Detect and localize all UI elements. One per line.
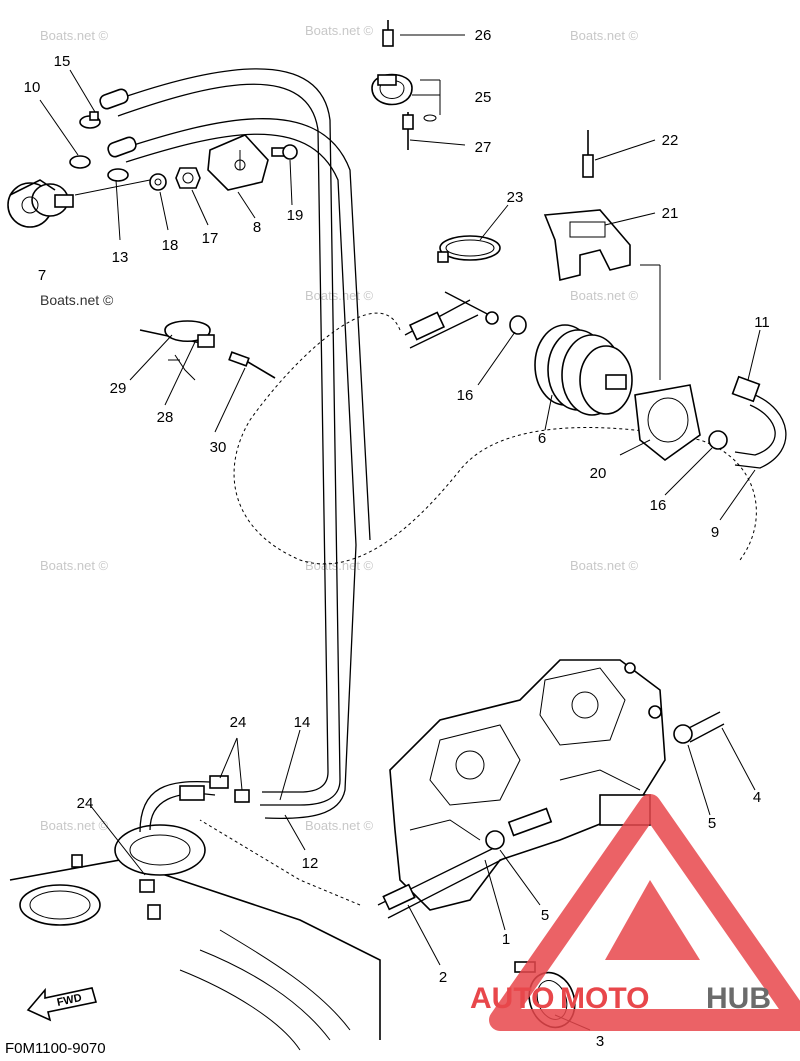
label-5a: 5 xyxy=(708,815,716,832)
watermark-text: Boats.net © xyxy=(40,558,109,573)
figure-code: F0M1100-9070 xyxy=(5,1040,106,1057)
logo-moto: MOTO xyxy=(560,982,649,1015)
label-9: 9 xyxy=(711,524,719,541)
label-8: 8 xyxy=(253,219,261,236)
label-16b: 16 xyxy=(650,497,667,514)
label-1: 1 xyxy=(502,931,510,948)
label-29: 29 xyxy=(110,380,127,397)
watermark-text: Boats.net © xyxy=(570,288,639,303)
logo-auto: AUTO xyxy=(470,982,554,1015)
label-23: 23 xyxy=(507,189,524,206)
label-21: 21 xyxy=(662,205,679,222)
label-26: 26 xyxy=(475,27,492,44)
label-10: 10 xyxy=(24,79,41,96)
label-7: 7 xyxy=(38,267,46,284)
label-2: 2 xyxy=(439,969,447,986)
label-6: 6 xyxy=(538,430,546,447)
watermark-text: Boats.net © xyxy=(40,818,109,833)
label-12: 12 xyxy=(302,855,319,872)
watermark-text: Boats.net © xyxy=(305,818,374,833)
automotohub-logo: AUTO MOTO HUB xyxy=(470,794,800,1031)
label-14: 14 xyxy=(294,714,311,731)
watermark-text: Boats.net © xyxy=(40,292,114,308)
label-27: 27 xyxy=(475,139,492,156)
fwd-arrow: FWD xyxy=(26,987,98,1022)
watermark-text: Boats.net © xyxy=(305,288,374,303)
label-4: 4 xyxy=(753,789,761,806)
label-18: 18 xyxy=(162,237,179,254)
label-3: 3 xyxy=(596,1033,604,1050)
hose-12-14 xyxy=(99,68,371,820)
label-15: 15 xyxy=(54,53,71,70)
engine-body xyxy=(389,659,666,911)
parts-25-26-27 xyxy=(371,20,441,150)
label-30: 30 xyxy=(210,439,227,456)
part-clamps-10-15 xyxy=(69,111,129,182)
parts-18-17-8-19 xyxy=(149,134,298,191)
parts-21-22-bracket xyxy=(543,130,661,380)
watermark-text: Boats.net © xyxy=(40,28,109,43)
parts-6-20-11-9 xyxy=(404,291,787,469)
watermark-text: Boats.net © xyxy=(305,23,374,38)
logo-hub: HUB xyxy=(706,982,771,1015)
label-19: 19 xyxy=(287,207,304,224)
part-labels: 15 10 7 13 18 17 8 19 26 25 27 22 21 23 … xyxy=(24,27,770,1050)
watermark-text: Boats.net © xyxy=(570,28,639,43)
label-17: 17 xyxy=(202,230,219,247)
parts-28-29-30 xyxy=(139,320,276,381)
label-16a: 16 xyxy=(457,387,474,404)
label-11: 11 xyxy=(754,314,770,331)
label-25: 25 xyxy=(475,89,492,106)
watermarks: Boats.net © Boats.net © Boats.net © Boat… xyxy=(40,23,639,833)
part-23-clamp xyxy=(437,235,501,263)
label-22: 22 xyxy=(662,132,679,149)
label-13: 13 xyxy=(112,249,129,266)
hoses-1-2-4 xyxy=(199,711,725,919)
watermark-text: Boats.net © xyxy=(305,558,374,573)
label-28: 28 xyxy=(157,409,174,426)
label-24b: 24 xyxy=(77,795,94,812)
fwd-label: FWD xyxy=(56,992,83,1009)
leader-lines xyxy=(39,34,761,1031)
watermark-text: Boats.net © xyxy=(570,558,639,573)
label-24a: 24 xyxy=(230,714,247,731)
label-20: 20 xyxy=(590,465,607,482)
part-7-valve xyxy=(7,179,74,228)
label-5b: 5 xyxy=(541,907,549,924)
